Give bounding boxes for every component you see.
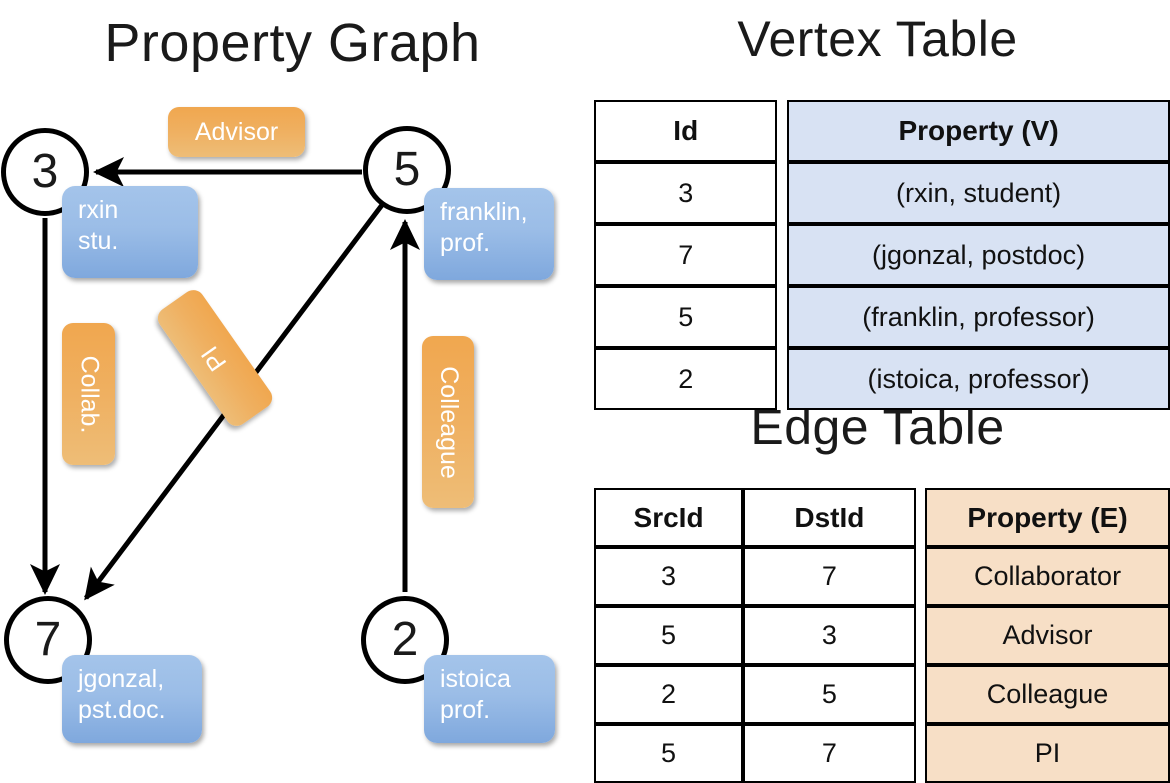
edge-table-column-gap — [915, 547, 926, 606]
vertex-row-3-property: (istoica, professor) — [787, 348, 1170, 410]
edge-label-colleague-text: Colleague — [434, 365, 463, 479]
vertex-table-column-gap — [777, 348, 788, 410]
table-row[interactable]: 2 (istoica, professor) — [594, 348, 1170, 410]
node-property-3-line1: rxin — [78, 196, 119, 224]
vertex-table-column-gap — [777, 286, 788, 348]
graph-node-2-label: 2 — [391, 613, 419, 666]
node-property-5-line1: franklin, — [440, 198, 528, 226]
edge-table-header-dstid: DstId — [743, 488, 916, 547]
edge-table-column-gap — [915, 724, 926, 783]
edge-row-2-src: 2 — [594, 665, 744, 724]
node-property-5-line2: prof. — [440, 228, 491, 257]
edge-label-collab-text: Collab. — [75, 355, 104, 433]
node-property-2-line2: prof. — [440, 695, 491, 724]
vertex-row-2-property: (franklin, professor) — [787, 286, 1170, 348]
edge-table-column-gap — [915, 665, 926, 724]
table-row[interactable]: 3 7 Collaborator — [594, 547, 1170, 606]
edge-table: SrcId DstId Property (E) 3 7 Collaborato… — [594, 488, 1170, 783]
node-property-7-line1: jgonzal, — [78, 665, 165, 693]
edge-table-header-row: SrcId DstId Property (E) — [594, 488, 1170, 547]
edge-label-advisor-text: Advisor — [194, 117, 279, 146]
node-property-box-5[interactable]: franklin, prof. — [424, 188, 554, 280]
vertex-table-column-gap — [777, 162, 788, 224]
vertex-table: Id Property (V) 3 (rxin, student) 7 (jgo… — [594, 100, 1170, 410]
edge-row-1-src: 5 — [594, 606, 744, 665]
node-property-7-line2: pst.doc. — [78, 695, 166, 724]
property-graph-diagram: 3 5 7 2 rxin stu. franklin, prof. jgonza… — [0, 0, 585, 760]
table-row[interactable]: 3 (rxin, student) — [594, 162, 1170, 224]
vertex-table-header-row: Id Property (V) — [594, 100, 1170, 162]
edge-row-0-src: 3 — [594, 547, 744, 606]
edge-label-collab[interactable]: Collab. — [62, 323, 115, 465]
node-property-3-line2: stu. — [78, 226, 119, 255]
graph-node-3-label: 3 — [31, 145, 59, 198]
vertex-row-2-id: 5 — [594, 286, 778, 348]
node-property-box-3[interactable]: rxin stu. — [62, 186, 198, 278]
edge-row-0-property: Collaborator — [925, 547, 1170, 606]
edge-table-column-gap — [915, 606, 926, 665]
edge-row-0-dst: 7 — [743, 547, 916, 606]
vertex-row-0-id: 3 — [594, 162, 778, 224]
vertex-table-header-property: Property (V) — [787, 100, 1170, 162]
edge-row-3-dst: 7 — [743, 724, 916, 783]
vertex-table-column-gap — [777, 224, 788, 286]
edge-label-colleague[interactable]: Colleague — [422, 336, 474, 508]
edge-row-1-property: Advisor — [925, 606, 1170, 665]
edge-row-1-dst: 3 — [743, 606, 916, 665]
vertex-table-header-id: Id — [594, 100, 778, 162]
node-property-box-7[interactable]: jgonzal, pst.doc. — [62, 655, 202, 743]
edge-table-column-gap — [915, 488, 926, 547]
edge-row-3-property: PI — [925, 724, 1170, 783]
edge-row-2-property: Colleague — [925, 665, 1170, 724]
edge-label-advisor[interactable]: Advisor — [168, 107, 305, 157]
vertex-table-column-gap — [777, 100, 788, 162]
table-row[interactable]: 5 7 PI — [594, 724, 1170, 783]
graph-node-5-label: 5 — [393, 143, 421, 196]
vertex-row-1-property: (jgonzal, postdoc) — [787, 224, 1170, 286]
graph-node-7-label: 7 — [34, 613, 62, 666]
vertex-row-3-id: 2 — [594, 348, 778, 410]
edge-table-header-property: Property (E) — [925, 488, 1170, 547]
table-row[interactable]: 7 (jgonzal, postdoc) — [594, 224, 1170, 286]
vertex-row-1-id: 7 — [594, 224, 778, 286]
table-row[interactable]: 2 5 Colleague — [594, 665, 1170, 724]
vertex-row-0-property: (rxin, student) — [787, 162, 1170, 224]
edge-label-pi-text: PI — [196, 340, 233, 376]
edge-row-2-dst: 5 — [743, 665, 916, 724]
node-property-box-2[interactable]: istoica prof. — [424, 655, 555, 743]
page-title-vertex-table: Vertex Table — [737, 11, 1018, 67]
table-row[interactable]: 5 (franklin, professor) — [594, 286, 1170, 348]
table-row[interactable]: 5 3 Advisor — [594, 606, 1170, 665]
edge-row-3-src: 5 — [594, 724, 744, 783]
page-title-property-graph: Property Graph — [104, 13, 481, 73]
edge-table-header-srcid: SrcId — [594, 488, 744, 547]
node-property-2-line1: istoica — [440, 665, 511, 693]
